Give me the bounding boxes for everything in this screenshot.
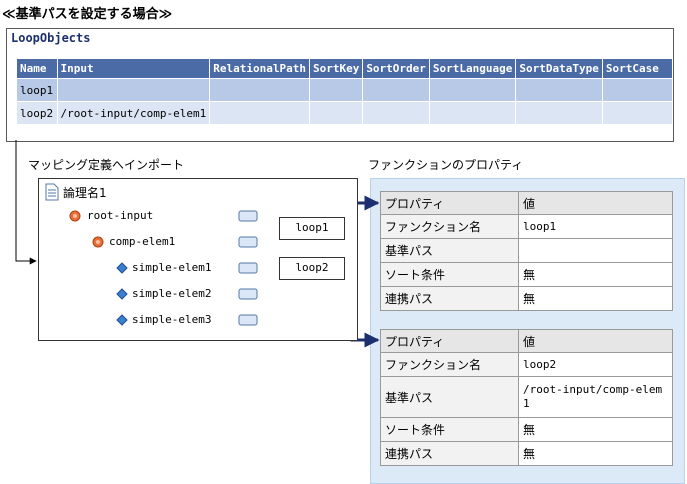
property-value[interactable]: loop2 [518,352,673,377]
table-row: ソート条件 無 [380,262,673,287]
port-connectors [238,210,258,326]
table-row: 基準パス [380,238,673,263]
document-icon [45,183,59,201]
property-value[interactable]: 無 [518,262,673,287]
properties-header-row: プロパティ 値 [380,191,673,215]
tree-node-simple-elem3[interactable]: simple-elem3 [132,313,212,326]
property-value[interactable]: /root-input/comp-elem1 [518,376,673,418]
properties-table-loop1: プロパティ 値 ファンクション名 loop1 基準パス ソート条件 無 連携パス… [380,191,673,311]
table-cell [308,101,364,125]
tree-node-simple-elem2[interactable]: simple-elem2 [132,287,212,300]
column-header: SortDataType [515,58,603,79]
column-header: SortCase [601,58,674,79]
page-heading: ≪基準パスを設定する場合≫ [2,7,173,22]
table-row: ソート条件 無 [380,417,673,442]
loop-objects-title: LoopObjects [11,31,91,45]
value-column-header: 値 [518,329,673,353]
table-cell [515,101,603,125]
table-cell [601,101,674,125]
tree-node-comp-elem1[interactable]: comp-elem1 [109,235,176,248]
leaf-node-icon [116,262,128,274]
value-column-header: 値 [518,191,673,215]
loop-objects-table: Name Input RelationalPath SortKey SortOr… [16,58,674,125]
table-row: 基準パス /root-input/comp-elem1 [380,376,673,418]
property-value[interactable]: loop1 [518,214,673,239]
properties-table-loop2: プロパティ 値 ファンクション名 loop2 基準パス /root-input/… [380,329,673,466]
property-name: 基準パス [380,376,519,418]
import-arrow [15,140,37,265]
property-name: ソート条件 [380,262,519,287]
function-box-loop2[interactable]: loop2 [279,257,345,280]
element-node-icon [92,236,104,248]
tree-node-root-input[interactable]: root-input [87,209,154,222]
property-value[interactable]: 無 [518,441,673,466]
property-value[interactable]: 無 [518,417,673,442]
property-name: 連携パス [380,286,519,311]
property-name: 基準パス [380,238,519,263]
property-name: 連携パス [380,441,519,466]
mapping-caption: マッピング定義へインポート [28,158,185,172]
property-name: ファンクション名 [380,214,519,239]
property-column-header: プロパティ [380,191,519,215]
table-cell: loop1 [16,78,58,102]
table-cell [362,78,430,102]
table-cell [209,101,310,125]
table-cell [362,101,430,125]
tree-node-simple-elem1[interactable]: simple-elem1 [132,261,212,274]
column-header: SortLanguage [428,58,517,79]
loop-objects-panel: LoopObjects Name Input RelationalPath So… [6,28,674,142]
column-header: SortOrder [362,58,430,79]
property-value[interactable]: 無 [518,286,673,311]
leaf-node-icon [116,288,128,300]
table-row: 連携パス 無 [380,286,673,311]
table-cell [308,78,364,102]
property-value[interactable] [518,238,673,263]
table-cell: /root-input/comp-elem1 [56,101,211,125]
property-name: ファンクション名 [380,352,519,377]
table-row: ファンクション名 loop2 [380,352,673,377]
properties-header-row: プロパティ 値 [380,329,673,353]
properties-caption: ファンクションのプロパティ [368,158,524,172]
logical-name-label: 論理名1 [63,186,107,200]
table-row: ファンクション名 loop1 [380,214,673,239]
table-row: 連携パス 無 [380,441,673,466]
property-column-header: プロパティ [380,329,519,353]
table-cell [515,78,603,102]
element-node-icon [69,210,81,222]
table-cell [428,78,517,102]
property-name: ソート条件 [380,417,519,442]
column-header: SortKey [308,58,364,79]
table-row: loop2 /root-input/comp-elem1 [16,101,674,125]
table-cell: loop2 [16,101,58,125]
table-cell [56,78,211,102]
leaf-node-icon [116,314,128,326]
function-box-loop1[interactable]: loop1 [279,217,345,240]
